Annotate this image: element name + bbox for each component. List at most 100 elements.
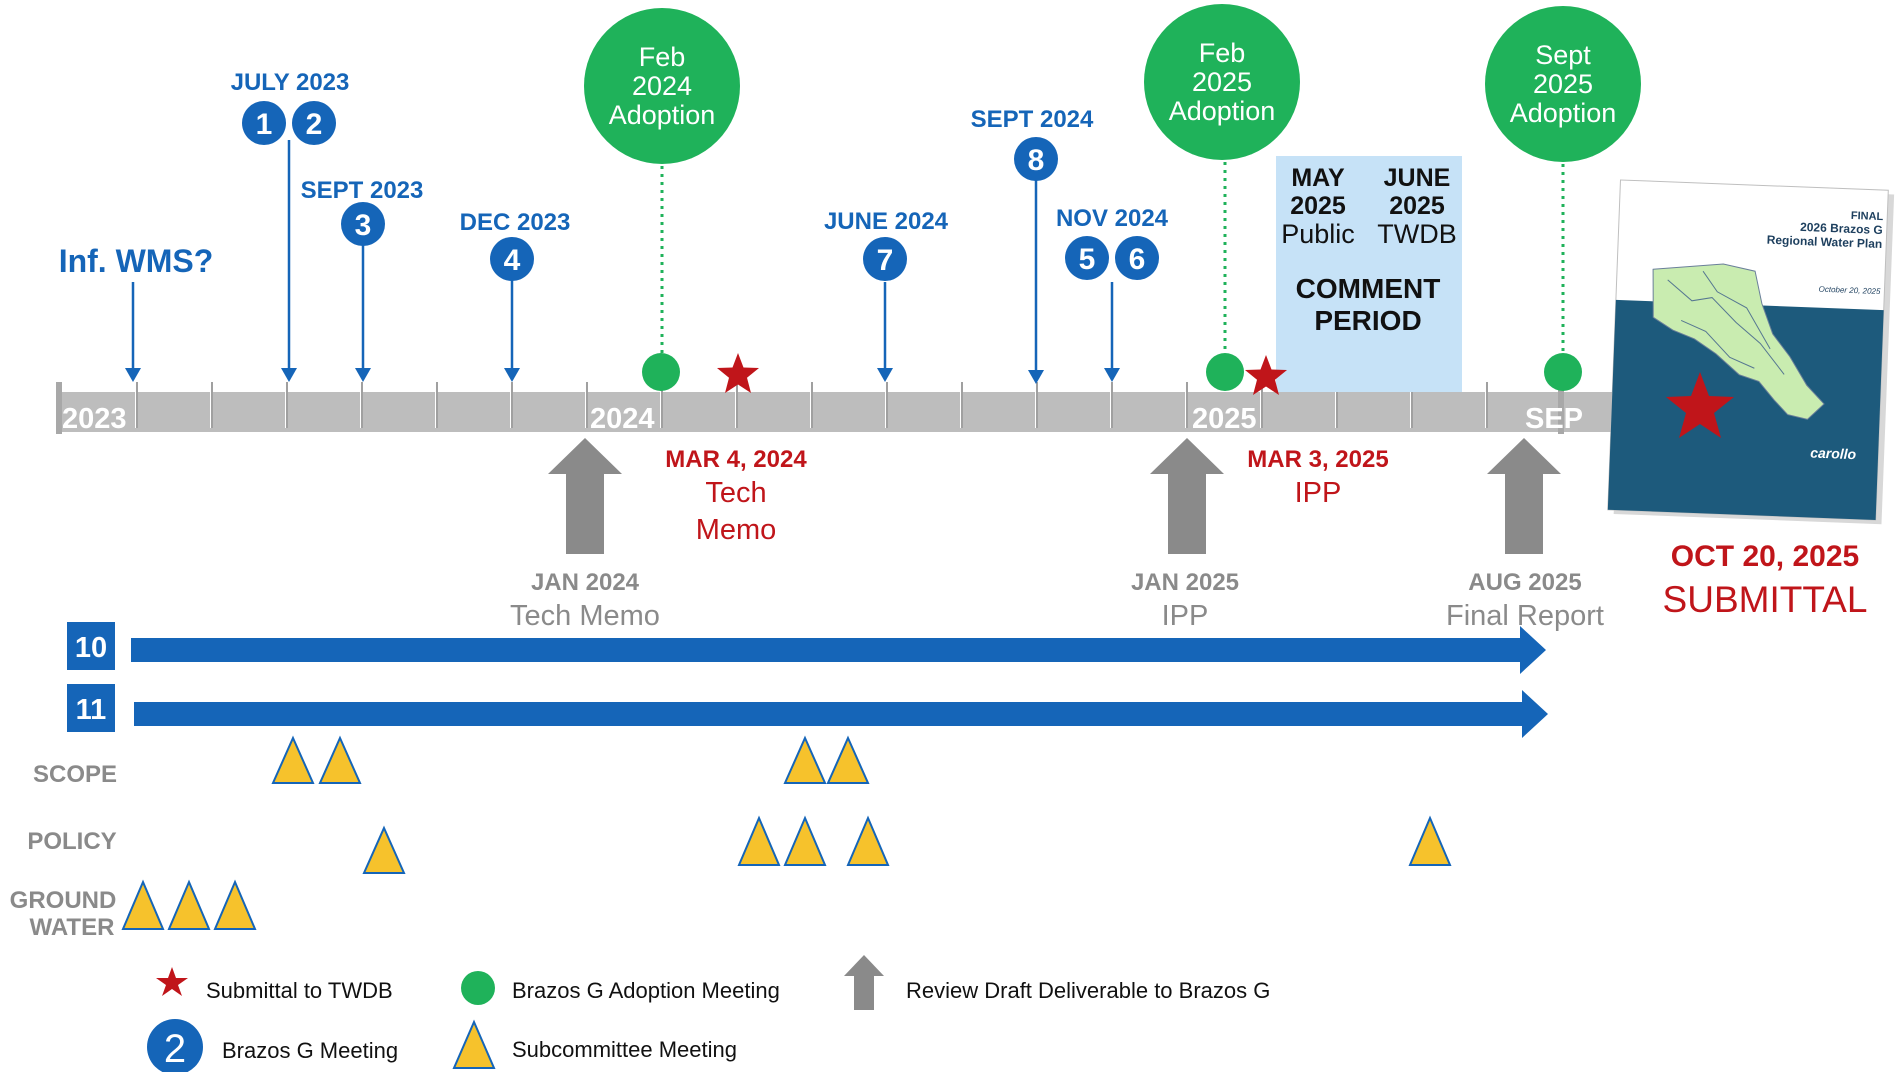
timeline-sep-marker <box>1558 382 1564 434</box>
svg-text:Adoption: Adoption <box>1510 98 1617 128</box>
subcommittee-water-label: WATER <box>30 914 115 941</box>
svg-text:6: 6 <box>1129 243 1146 276</box>
svg-text:3: 3 <box>355 209 372 242</box>
legend-adoption-icon <box>461 971 495 1005</box>
legend-adoption-text: Brazos G Adoption Meeting <box>512 978 780 1003</box>
svg-text:2024: 2024 <box>632 71 692 101</box>
task-bar-11: 11 <box>67 684 1548 738</box>
june-twdb: TWDB <box>1377 219 1456 249</box>
legend: Submittal to TWDB Brazos G Adoption Meet… <box>147 955 1270 1072</box>
axis-label-2023: 2023 <box>62 403 127 435</box>
axis-label-sep: SEP <box>1525 403 1583 435</box>
meeting-markers: 1 2 3 4 5 6 7 8 <box>242 101 1159 281</box>
final-submittal-label: SUBMITTAL <box>1663 579 1868 620</box>
subcommittee-scope-label: SCOPE <box>33 761 117 788</box>
submittal-label-memo: Memo <box>696 514 777 546</box>
meeting-1: 1 <box>242 101 286 145</box>
legend-submittal-text: Submittal to TWDB <box>206 978 393 1003</box>
meeting-7: 7 <box>863 237 907 281</box>
star-mar-2025 <box>1245 355 1287 395</box>
svg-text:Feb: Feb <box>639 42 686 72</box>
task-bar-10: 10 <box>67 622 1546 674</box>
svg-text:October 20, 2025: October 20, 2025 <box>1818 285 1881 296</box>
svg-text:Final Report: Final Report <box>1446 600 1604 632</box>
svg-text:JAN 2024: JAN 2024 <box>531 569 640 596</box>
legend-subcommittee-icon <box>452 1019 496 1069</box>
svg-text:2: 2 <box>306 108 323 141</box>
label-sept-2024: SEPT 2024 <box>971 106 1094 133</box>
meeting-5: 5 <box>1065 236 1109 280</box>
month-labels: JULY 2023 SEPT 2023 DEC 2023 JUNE 2024 S… <box>231 69 1169 236</box>
may-year: 2025 <box>1290 192 1346 220</box>
draft-deliverables: JAN 2024 Tech Memo JAN 2025 IPP AUG 2025… <box>510 438 1604 632</box>
axis-label-2024: 2024 <box>590 403 655 435</box>
legend-meeting-icon: 2 <box>147 1019 203 1072</box>
meeting-8: 8 <box>1014 137 1058 181</box>
svg-text:2026 Brazos G: 2026 Brazos G <box>1800 220 1883 237</box>
report-cover: FINAL 2026 Brazos G Regional Water Plan … <box>1607 179 1895 525</box>
svg-text:10: 10 <box>75 632 107 664</box>
timeline-axis: 2023 2024 2025 SEP <box>56 380 1618 435</box>
legend-review-text: Review Draft Deliverable to Brazos G <box>906 978 1270 1003</box>
timeline-start-cap <box>56 382 62 434</box>
june-year: 2025 <box>1389 192 1445 220</box>
svg-text:Regional Water Plan: Regional Water Plan <box>1766 233 1882 251</box>
draft-aug-2025: AUG 2025 Final Report <box>1446 438 1604 632</box>
svg-text:11: 11 <box>76 694 107 726</box>
label-june-2024: JUNE 2024 <box>824 208 949 235</box>
task-bars: 10 11 <box>67 622 1548 738</box>
svg-text:Adoption: Adoption <box>609 100 716 130</box>
subcommittee-markers <box>121 735 1452 930</box>
svg-text:Tech Memo: Tech Memo <box>510 600 660 632</box>
svg-text:2025: 2025 <box>1192 67 1252 97</box>
svg-text:1: 1 <box>256 108 273 141</box>
svg-text:Sept: Sept <box>1535 40 1591 70</box>
submittal-date-mar-2024: MAR 4, 2024 <box>665 446 807 473</box>
comment-label: COMMENT <box>1296 273 1441 304</box>
submittals: MAR 4, 2024 Tech Memo MAR 3, 2025 IPP <box>665 353 1389 546</box>
label-dec-2023: DEC 2023 <box>460 209 571 236</box>
submittal-date-mar-2025: MAR 3, 2025 <box>1247 446 1388 473</box>
adoption-meetings: Feb 2024 Adoption Feb 2025 Adoption Sept… <box>584 4 1641 391</box>
adoption-feb-2024: Feb 2024 Adoption <box>584 8 740 391</box>
timeline-bar <box>58 392 1618 432</box>
svg-text:IPP: IPP <box>1162 600 1209 632</box>
svg-text:JAN 2025: JAN 2025 <box>1131 569 1239 596</box>
label-sept-2023: SEPT 2023 <box>301 177 424 204</box>
svg-text:8: 8 <box>1028 144 1045 177</box>
legend-subcommittee-text: Subcommittee Meeting <box>512 1037 737 1062</box>
svg-text:Adoption: Adoption <box>1169 96 1276 126</box>
draft-jan-2025: JAN 2025 IPP <box>1131 438 1239 632</box>
june-month: JUNE <box>1384 164 1451 192</box>
svg-text:FINAL: FINAL <box>1851 210 1884 223</box>
star-mar-2024 <box>717 353 759 393</box>
subcommittee-policy-label: POLICY <box>27 828 116 855</box>
legend-meeting-text: Brazos G Meeting <box>222 1038 398 1063</box>
subcommittees: SCOPE POLICY GROUND WATER <box>10 735 1452 941</box>
svg-text:2025: 2025 <box>1533 69 1593 99</box>
meeting-2: 2 <box>292 101 336 145</box>
svg-text:7: 7 <box>877 244 894 277</box>
may-public: Public <box>1281 219 1355 249</box>
period-label: PERIOD <box>1314 305 1421 336</box>
svg-text:AUG 2025: AUG 2025 <box>1468 569 1581 596</box>
comment-period-background <box>1276 156 1462 392</box>
svg-text:Feb: Feb <box>1199 38 1246 68</box>
svg-text:2: 2 <box>164 1027 186 1071</box>
draft-jan-2024: JAN 2024 Tech Memo <box>510 438 660 632</box>
svg-text:carollo: carollo <box>1810 444 1857 462</box>
meeting-3: 3 <box>341 202 385 246</box>
submittal-label-tech: Tech <box>705 477 766 509</box>
final-submittal-date: OCT 20, 2025 <box>1671 540 1859 573</box>
subcommittee-ground-label: GROUND <box>10 887 117 914</box>
label-inf-wms: Inf. WMS? <box>59 243 214 279</box>
svg-text:4: 4 <box>504 244 521 277</box>
may-month: MAY <box>1291 164 1345 192</box>
star-final-submittal <box>1666 372 1734 438</box>
adoption-sept-2025: Sept 2025 Adoption <box>1485 6 1641 391</box>
adoption-feb-2025: Feb 2025 Adoption <box>1144 4 1300 391</box>
meeting-6: 6 <box>1115 236 1159 280</box>
legend-review-arrow-icon <box>844 955 884 1010</box>
